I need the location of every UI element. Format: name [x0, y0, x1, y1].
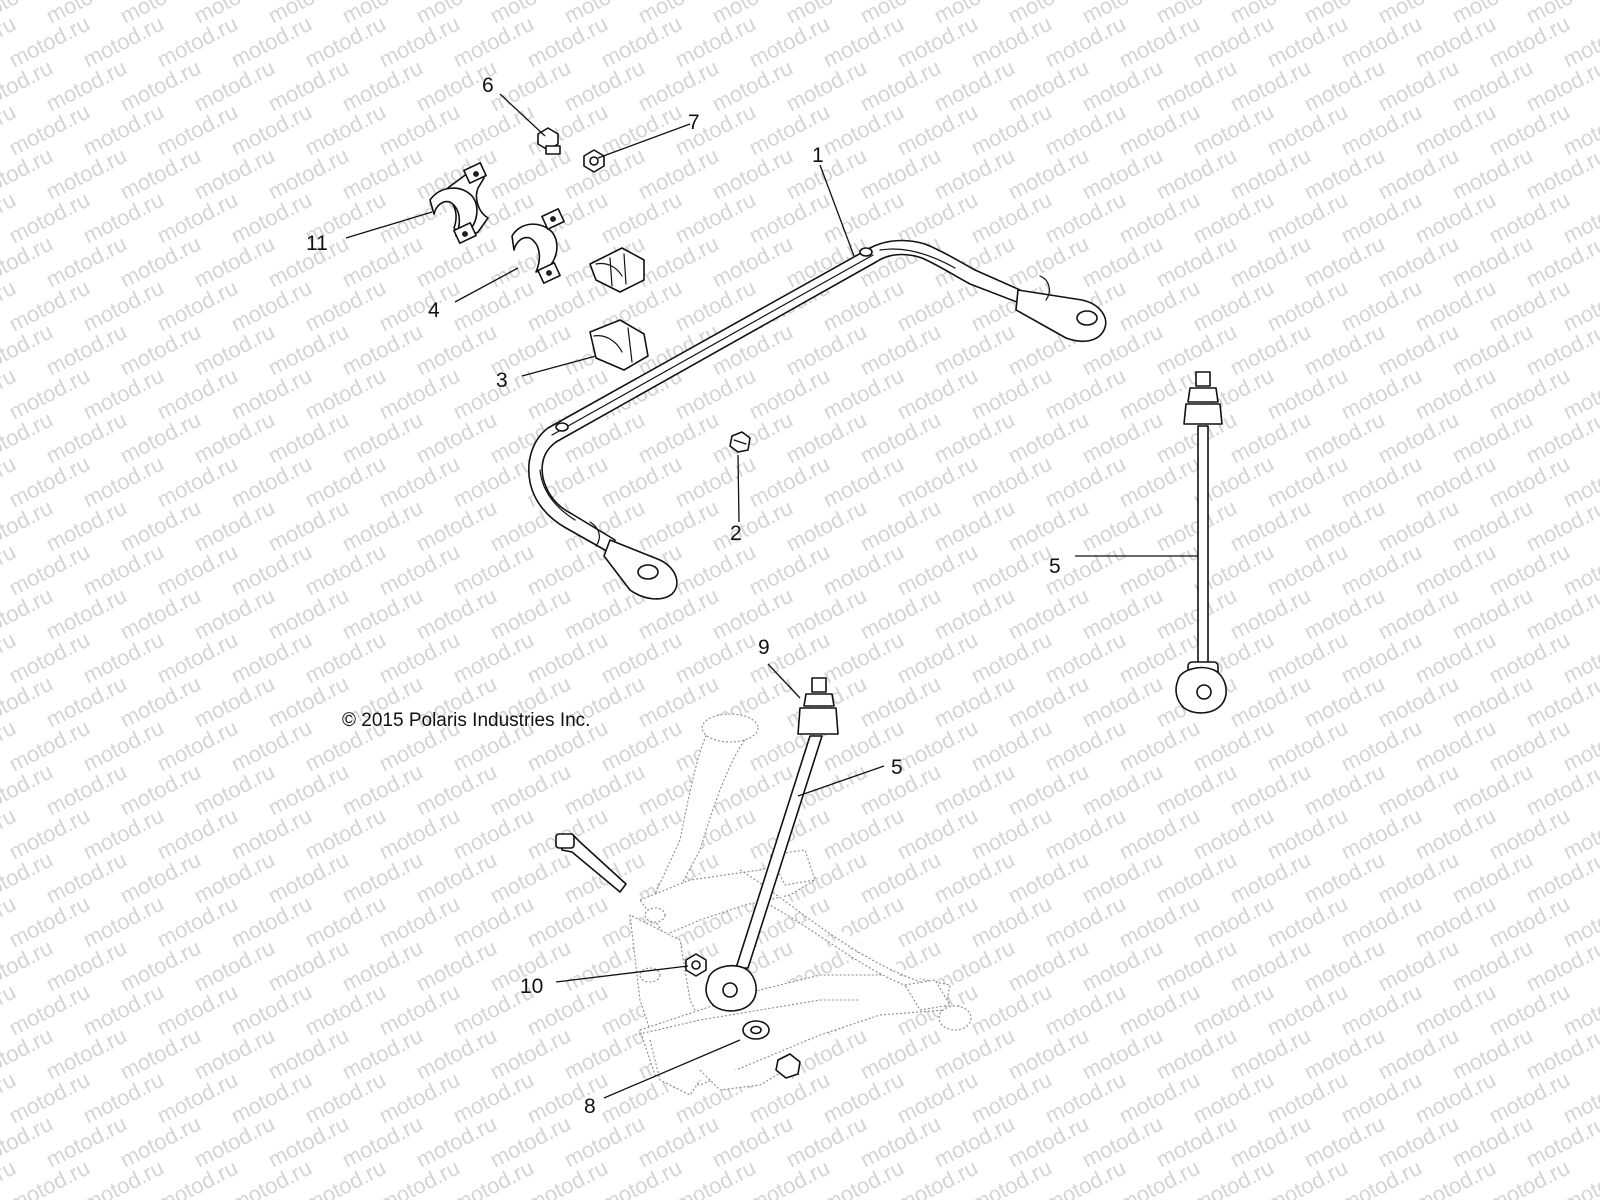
- grease-fitting: [729, 431, 751, 453]
- stabilizer-bar: [528, 239, 1107, 600]
- bushing-upper: [589, 247, 645, 293]
- callout-1: 1: [812, 144, 824, 167]
- callout-2: 2: [730, 522, 742, 545]
- callout-6: 6: [482, 74, 494, 97]
- watermark-text: motod.ru: [1596, 0, 1600, 28]
- stabilizer-link-right: [1175, 371, 1227, 714]
- leader-lines: [345, 93, 1198, 1099]
- callout-8: 8: [584, 1095, 596, 1118]
- locknut: [685, 953, 707, 977]
- callout-3: 3: [496, 369, 508, 392]
- callout-4: 4: [428, 299, 440, 322]
- callout-9: 9: [758, 636, 770, 659]
- nut: [583, 149, 605, 173]
- long-bolt: [555, 833, 627, 893]
- lower-nut: [775, 1053, 801, 1079]
- callout-5a: 5: [1049, 555, 1061, 578]
- callout-7: 7: [688, 111, 700, 134]
- copyright-notice: © 2015 Polaris Industries Inc.: [342, 710, 590, 731]
- stabilizer-link-lower: [705, 677, 839, 1012]
- small-clamp: [511, 208, 565, 284]
- bushing-lower: [589, 319, 649, 371]
- callout-labels: 1 2 3 4 5 5 6 7 8 9 10 11: [306, 74, 1061, 1118]
- callout-10: 10: [520, 975, 543, 998]
- washer: [742, 1020, 770, 1040]
- callout-11: 11: [306, 232, 328, 255]
- callout-5b: 5: [891, 756, 903, 779]
- large-clamp: [429, 162, 489, 244]
